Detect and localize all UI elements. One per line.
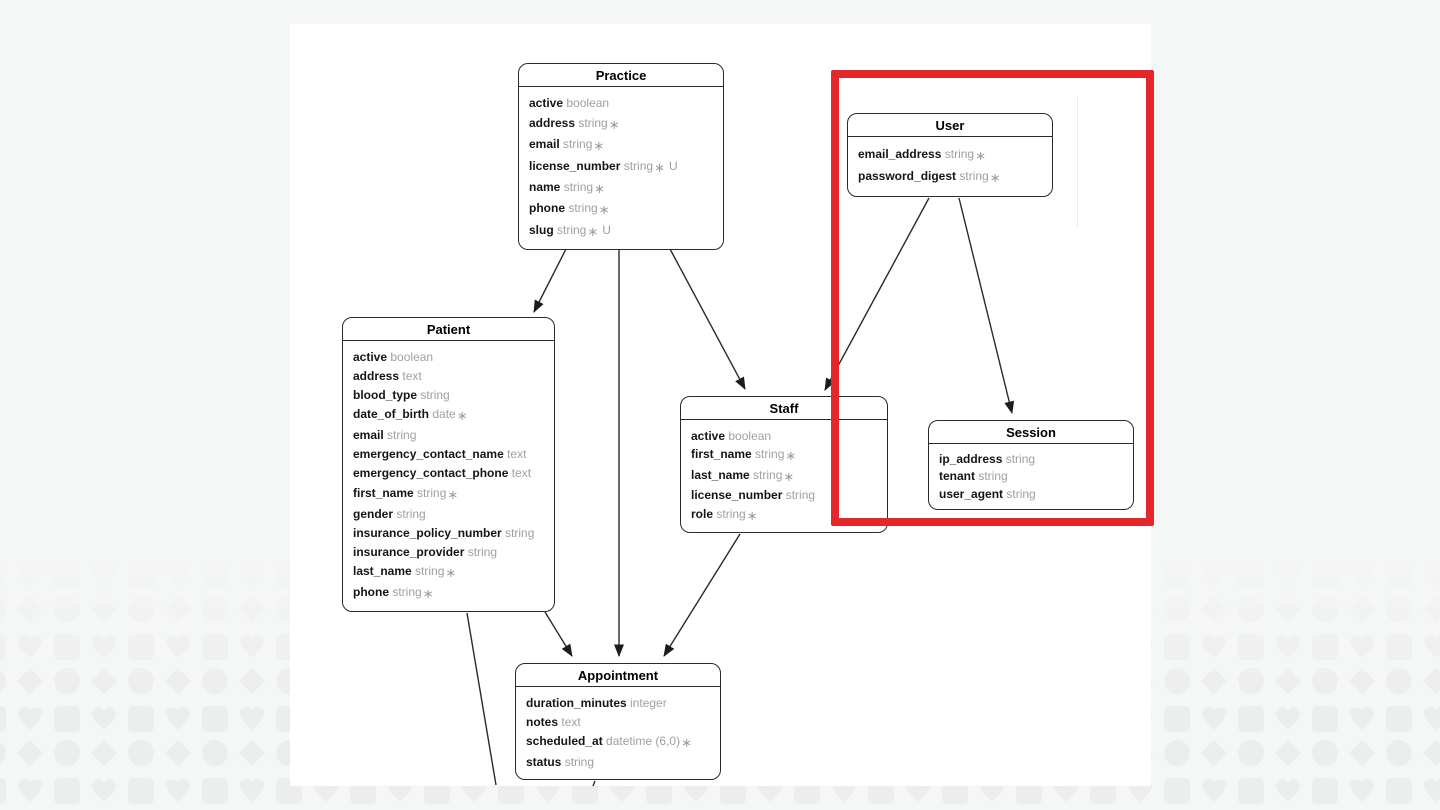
entity-field-row: ip_address string∗U (939, 451, 1036, 466)
entity-field-row: name string∗U (529, 179, 605, 196)
entity-field-row: gender string∗U (353, 506, 426, 521)
entity-title: Appointment (516, 664, 720, 687)
entity-field-row: tenant string∗U (939, 469, 1008, 483)
entity-field-row: email_address string∗U (858, 147, 986, 163)
entity-field-row: first_name string∗U (353, 485, 459, 502)
entity-field-row: password_digest string∗U (858, 169, 1001, 185)
entity-field-row: email string∗U (353, 428, 417, 443)
entity-staff: Staff active boolean∗U first_name string∗… (680, 396, 888, 533)
entity-field-row: scheduled_at datetime (6,0)∗U (526, 734, 692, 750)
entity-field-row: active boolean∗U (529, 96, 610, 111)
entity-field-row: last_name string∗U (691, 467, 795, 484)
entity-field-row: insurance_policy_number string∗U (353, 525, 535, 540)
entity-fields: active boolean∗U address text∗U blood_type… (343, 341, 554, 611)
entity-title: Patient (343, 318, 554, 341)
entity-field-row: license_number string∗U (529, 158, 678, 175)
entity-field-row: notes text∗U (526, 715, 581, 729)
entity-field-row: license_number string∗U (691, 488, 816, 502)
entity-field-row: blood_type string∗U (353, 388, 450, 403)
entity-fields: ip_address string∗U tenant string∗U user_a… (929, 444, 1133, 509)
entity-field-row: emergency_contact_phone text∗U (353, 466, 532, 481)
entity-field-row: email string∗U (529, 137, 605, 154)
entity-field-row: emergency_contact_name text∗U (353, 447, 527, 462)
entity-fields: duration_minutes integer∗U notes text∗U sc… (516, 687, 720, 779)
entity-field-row: phone string∗U (529, 201, 610, 218)
entity-field-row: address string∗U (529, 115, 620, 132)
entity-field-row: user_agent string∗U (939, 486, 1036, 501)
entity-fields: active boolean∗U address string∗U email st… (519, 87, 723, 249)
entity-field-row: first_name string∗U (691, 447, 797, 463)
entity-field-row: last_name string∗U (353, 563, 457, 580)
entity-field-row: active boolean∗U (353, 350, 434, 365)
entity-field-row: status string∗U (526, 755, 595, 769)
entity-field-row: address text∗U (353, 369, 422, 384)
entity-field-row: phone string∗U (353, 584, 434, 601)
entity-appointment: Appointment duration_minutes integer∗U no… (515, 663, 721, 780)
entity-field-row: insurance_provider string∗U (353, 544, 498, 559)
entity-field-row: date_of_birth date∗U (353, 407, 468, 424)
entity-practice: Practice active boolean∗U address string∗… (518, 63, 724, 250)
entity-field-row: role string∗U (691, 506, 758, 523)
entity-user: User email_address string∗U password_dige… (847, 113, 1053, 197)
entity-fields: email_address string∗U password_digest st… (848, 137, 1052, 196)
entity-field-row: duration_minutes integer∗U (526, 696, 667, 710)
entity-field-row: active boolean∗U (691, 428, 772, 443)
entity-title: Staff (681, 397, 887, 420)
entity-title: Practice (519, 64, 723, 87)
entity-patient: Patient active boolean∗U address text∗U bl… (342, 317, 555, 612)
entity-title: Session (929, 421, 1133, 444)
entity-field-row: slug string∗U (529, 222, 611, 239)
entity-session: Session ip_address string∗U tenant string… (928, 420, 1134, 510)
entity-fields: active boolean∗U first_name string∗U last_… (681, 420, 887, 532)
entity-title: User (848, 114, 1052, 137)
